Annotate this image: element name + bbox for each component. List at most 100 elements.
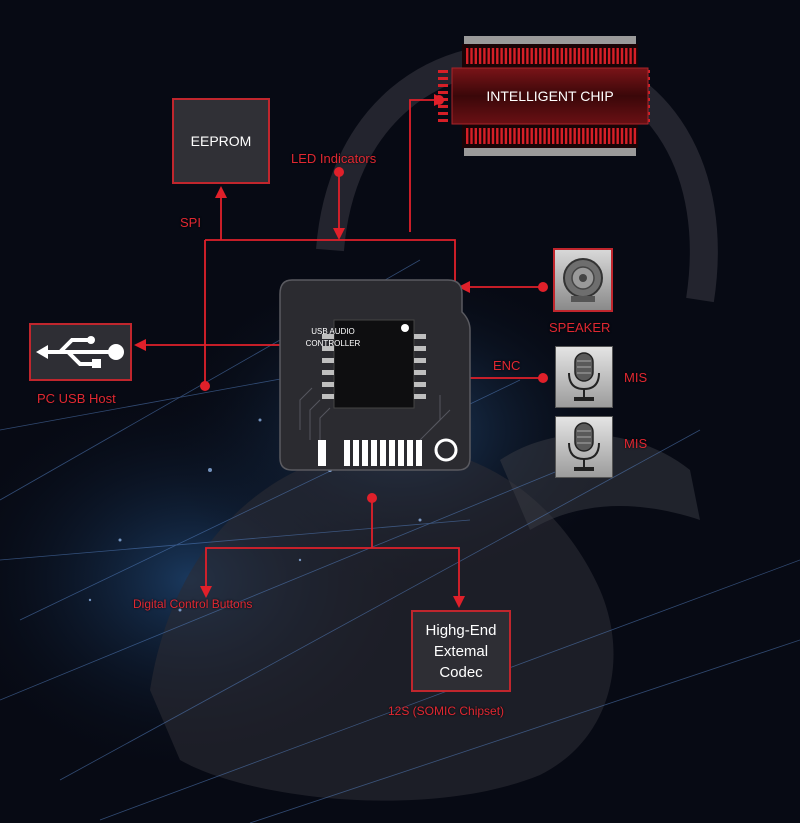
chip-pin [633, 128, 637, 144]
chip-pin [573, 128, 576, 144]
chip-pin [487, 48, 490, 64]
edge-pad [407, 440, 413, 466]
ic-pin [414, 358, 426, 363]
intelligent-chip-box: INTELLIGENT CHIP [452, 68, 648, 124]
chip-pin [595, 48, 598, 64]
ic-pin [322, 382, 334, 387]
mic-label-2: MIS [624, 436, 648, 451]
spi-label: SPI [180, 215, 201, 230]
chip-pin [629, 128, 632, 144]
chip-pin [564, 48, 568, 64]
chip-pin [620, 128, 624, 144]
chip-pin [625, 128, 628, 144]
edge-pad [398, 440, 404, 466]
chip-pin [526, 48, 529, 64]
chip-pin [582, 48, 585, 64]
chip-pin [496, 128, 499, 144]
chip-pin [517, 48, 520, 64]
chip-pin [530, 128, 533, 144]
chip-pin [564, 128, 568, 144]
chip-pin [530, 48, 533, 64]
chip-pin [504, 48, 508, 64]
chip-pin [547, 48, 551, 64]
led-indicators-label: LED Indicators [291, 151, 377, 166]
chip-pin [483, 128, 486, 144]
codec-label: Highg-End Extemal Codec [425, 621, 497, 681]
chip-pin [547, 128, 551, 144]
ic-pin [414, 334, 426, 339]
chip-pin [478, 128, 482, 144]
ic-pin [414, 382, 426, 387]
chip-pin [466, 128, 469, 144]
headset-earcup [150, 446, 614, 801]
ic-pin [322, 358, 334, 363]
speaker-tile [553, 248, 613, 312]
eeprom-box: EEPROM [172, 98, 270, 184]
chip-pin [603, 128, 606, 144]
chip-pin [633, 48, 637, 64]
chip-pin [590, 128, 594, 144]
chip-pin [552, 128, 555, 144]
chip-pin [438, 84, 448, 87]
chip-pin [509, 128, 512, 144]
chip-pin [491, 48, 495, 64]
chip-pin [543, 128, 546, 144]
chip-pin [560, 128, 563, 144]
edge-pad [353, 440, 359, 466]
chip-pin [582, 128, 585, 144]
speaker-icon [563, 258, 603, 302]
pc-usb-host-label: PC USB Host [37, 391, 116, 406]
chipset-label: 12S (SOMIC Chipset) [388, 704, 505, 718]
chip-pin [483, 48, 486, 64]
edge-pad [371, 440, 377, 466]
chip-pin [500, 128, 503, 144]
chip-pin [474, 48, 477, 64]
speaker-label: SPEAKER [549, 320, 611, 335]
chip-pin [599, 128, 602, 144]
chip-pin [521, 48, 525, 64]
chip-pin [509, 48, 512, 64]
chip-pin [539, 48, 542, 64]
chip-pin [616, 128, 619, 144]
chip-pin [607, 48, 611, 64]
chip-pin [438, 112, 448, 115]
mic-tile-1 [555, 346, 613, 408]
mic-label-1: MIS [624, 370, 648, 385]
chip-pin [569, 48, 572, 64]
codec-box: Highg-End Extemal Codec [411, 610, 511, 692]
chip-pin [556, 128, 559, 144]
chip-pin [513, 128, 516, 144]
edge-pad [380, 440, 386, 466]
enc-label: ENC [493, 358, 521, 373]
microphone-icon [568, 352, 600, 401]
edge-pad [416, 440, 422, 466]
chip-pin [620, 48, 624, 64]
chip-pin [487, 128, 490, 144]
chip-pin [577, 128, 581, 144]
intelligent-chip-label: INTELLIGENT CHIP [486, 88, 614, 104]
controller-board [279, 279, 471, 471]
chip-pin [560, 48, 563, 64]
chip-pin [466, 48, 469, 64]
chip-pin [474, 128, 477, 144]
chip-pin [491, 128, 495, 144]
headset-boom [500, 434, 700, 530]
ic-pin [322, 346, 334, 351]
chip-pin [470, 48, 473, 64]
chip-pin [590, 48, 594, 64]
chip-pin [612, 48, 615, 64]
ic-pin [322, 394, 334, 399]
chip-pin [438, 91, 448, 94]
chip-pin [438, 70, 448, 73]
usb-host-box [29, 323, 132, 381]
ic-pin [414, 394, 426, 399]
chip-pin [616, 48, 619, 64]
usb-audio-controller-label: USB AUDIO CONTROLLER [305, 327, 361, 348]
edge-pad [389, 440, 395, 466]
chip-pin [595, 128, 598, 144]
junction-dots [200, 95, 548, 503]
chip-pin [586, 48, 589, 64]
chip-pin [496, 48, 499, 64]
